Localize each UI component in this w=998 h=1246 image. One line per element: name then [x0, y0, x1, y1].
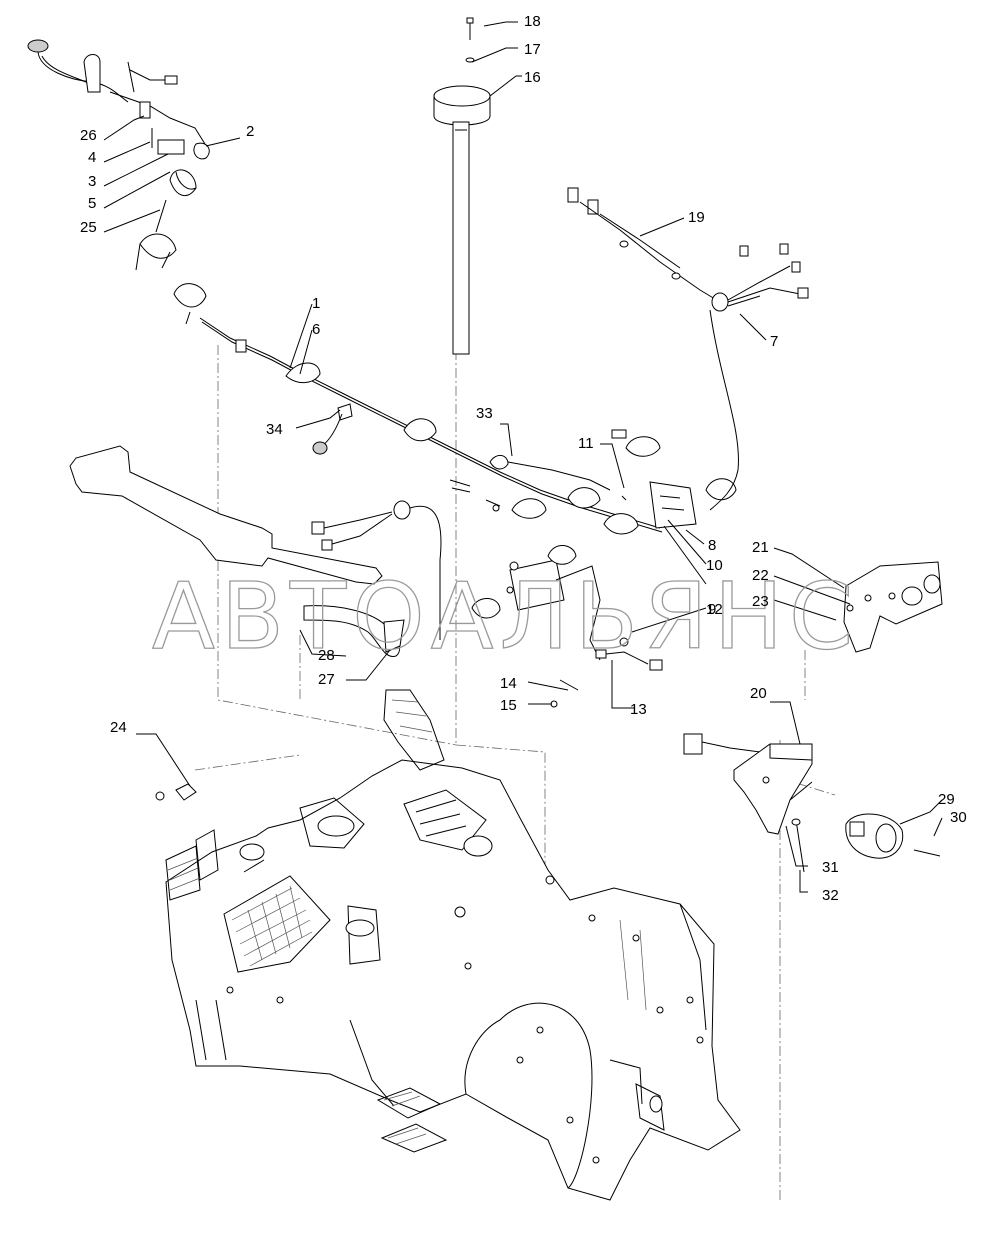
- callout-2: 2: [246, 123, 254, 140]
- callout-23: 23: [752, 593, 769, 610]
- top-left-harness: [27, 39, 210, 325]
- callout-28: 28: [318, 647, 335, 664]
- callout-12: 12: [706, 601, 723, 618]
- callout-20: 20: [750, 685, 767, 702]
- callout-14: 14: [500, 675, 517, 692]
- watermark-text: АВТОАЛЬЯНС: [152, 563, 859, 670]
- callout-19: 19: [688, 209, 705, 226]
- callout-17: 17: [524, 41, 541, 58]
- callout-10: 10: [706, 557, 723, 574]
- callout-32: 32: [822, 887, 839, 904]
- callout-6: 6: [312, 321, 320, 338]
- right-panel: [843, 561, 943, 653]
- callout-29: 29: [938, 791, 955, 808]
- callout-30: 30: [950, 809, 967, 826]
- callout-16: 16: [524, 69, 541, 86]
- callout-8: 8: [708, 537, 716, 554]
- callout-25: 25: [80, 219, 97, 236]
- callout-31: 31: [822, 859, 839, 876]
- leader-lines: [103, 21, 943, 893]
- clip-24: [155, 783, 197, 801]
- right-harness: [567, 187, 809, 511]
- callout-9: 9: [708, 601, 716, 618]
- callout-34: 34: [266, 421, 283, 438]
- callout-13: 13: [630, 701, 647, 718]
- main-harness: [199, 317, 737, 535]
- callout-4: 4: [88, 149, 96, 166]
- callout-22: 22: [752, 567, 769, 584]
- callout-33: 33: [476, 405, 493, 422]
- callout-15: 15: [500, 697, 517, 714]
- callout-11: 11: [578, 435, 594, 452]
- switch-bracket: [683, 733, 941, 873]
- callout-27: 27: [318, 671, 335, 688]
- callout-7: 7: [770, 333, 778, 350]
- callout-18: 18: [524, 13, 541, 30]
- callout-3: 3: [88, 173, 96, 190]
- callout-labels: 1 2 3 4 5 6 7 8 9 10 11 12 13 14 15 16 1…: [80, 13, 967, 904]
- tractor-chassis: [165, 689, 741, 1201]
- callout-21: 21: [752, 539, 769, 556]
- callout-24: 24: [110, 719, 127, 736]
- sensor-rod: [433, 17, 491, 355]
- callout-5: 5: [88, 195, 96, 212]
- middle-harness: [311, 500, 663, 708]
- callout-26: 26: [80, 127, 97, 144]
- callout-1: 1: [312, 295, 320, 312]
- tee-bracket: [69, 445, 383, 585]
- clamp-27-28: [303, 605, 405, 657]
